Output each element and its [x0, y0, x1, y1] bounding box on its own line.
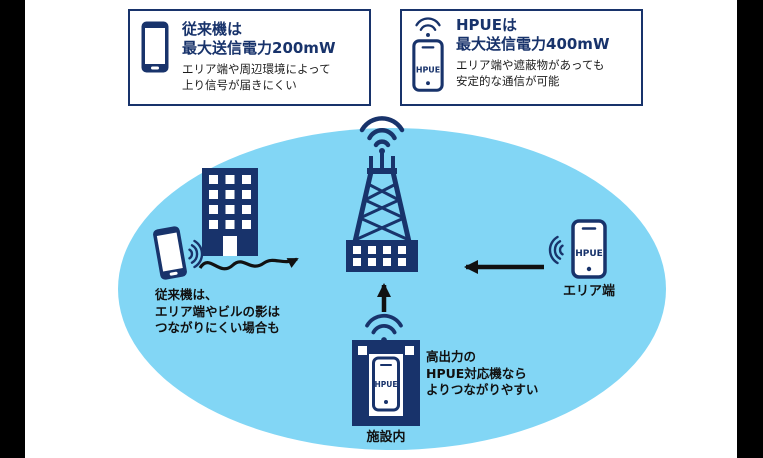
base-station-tower-icon	[346, 150, 418, 272]
hpue-legend-icon: HPUE	[412, 16, 444, 92]
signal-waves-right-icon	[188, 239, 204, 269]
legend-hpue-title-line1: HPUEは	[456, 16, 517, 34]
strong-signal-arrow-up	[377, 283, 391, 312]
left-note: 従来機は、 エリア端やビルの影は つながりにくい場合も	[155, 287, 280, 337]
legend-hpue-title-line2: 最大送信電力400mW	[456, 35, 610, 54]
hpue-phone-area-edge-label: HPUE	[575, 249, 603, 259]
legend-conventional-title-line2: 最大送信電力200mW	[182, 39, 336, 58]
legend-hpue-desc-line1: エリア端や遮蔽物があっても	[456, 58, 605, 73]
hpue-phone-icon: HPUE	[412, 39, 444, 92]
left-note-line2: エリア端やビルの影は	[155, 303, 281, 319]
hpue-note-line1: 高出力の	[426, 349, 477, 364]
legend-box-conventional: 従来機は 最大送信電力200mW エリア端や周辺環境によって 上り信号が届きにく…	[128, 9, 371, 106]
wifi-waves-icon	[415, 17, 441, 37]
hpue-phone-label: HPUE	[416, 66, 440, 75]
tower-wifi-icon	[359, 116, 405, 154]
legend-conventional-desc-line2: 上り信号が届きにくい	[182, 77, 297, 92]
right-letterbox-bar	[737, 0, 763, 458]
facility-building-icon: HPUE	[352, 340, 420, 426]
office-building-icon	[202, 168, 258, 256]
left-note-line3: つながりにくい場合も	[155, 320, 280, 335]
conventional-legend-icon	[140, 20, 170, 74]
legend-box-hpue: HPUE HPUEは 最大送信電力400mW エリア端や遮蔽物があっても 安定的…	[400, 9, 643, 106]
conventional-phone-diagram-icon	[153, 226, 187, 280]
hpue-advantage-note: 高出力の HPUE対応機なら よりつながりやすい	[426, 349, 538, 399]
left-note-line1: 従来機は、	[155, 287, 218, 302]
hpue-note-line3: よりつながりやすい	[426, 382, 539, 397]
hpue-note-line2: HPUE対応機なら	[426, 365, 527, 381]
conventional-phone-icon	[141, 21, 169, 73]
weak-signal-wavy-arrow	[198, 257, 299, 271]
legend-hpue-desc-line2: 安定的な通信が可能	[456, 73, 560, 88]
left-letterbox-bar	[0, 0, 25, 458]
legend-conventional-desc-line1: エリア端や周辺環境によって	[182, 62, 331, 77]
area-edge-label: エリア端	[563, 284, 616, 299]
strong-signal-arrow-left	[464, 260, 544, 274]
hpue-phone-area-edge-icon: HPUE	[571, 219, 607, 279]
legend-conventional-title-line1: 従来機は	[182, 20, 243, 38]
facility-hpue-phone-label: HPUE	[375, 380, 398, 389]
inside-facility-label: 施設内	[366, 430, 406, 445]
signal-waves-left-icon	[548, 235, 564, 265]
